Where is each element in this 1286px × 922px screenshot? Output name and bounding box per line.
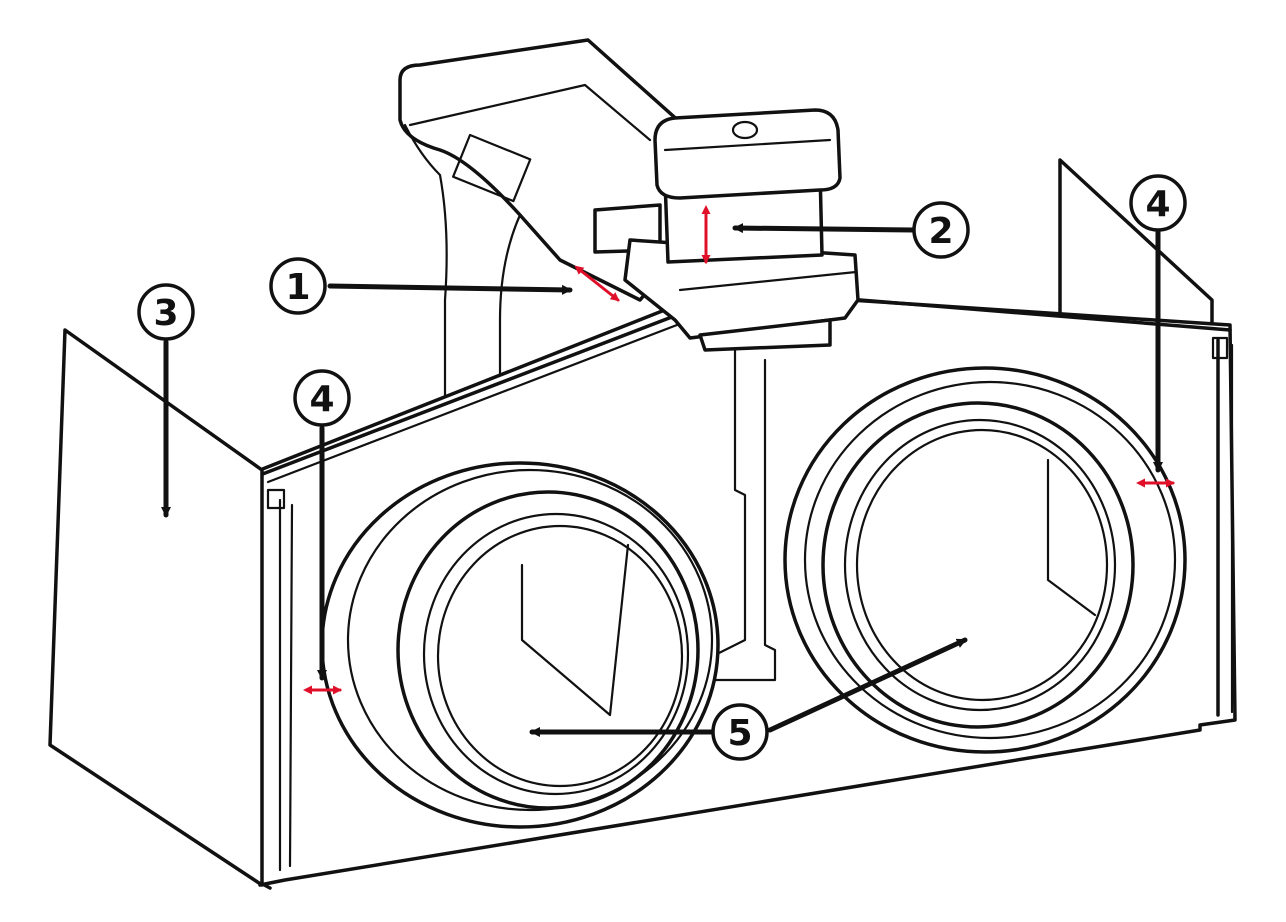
callout-2-label: 2	[928, 211, 953, 252]
callout-4-left: 4	[293, 369, 351, 427]
leader-arrows	[161, 223, 1163, 737]
callout-5: 5	[711, 703, 769, 761]
adjust-arrows	[303, 205, 1175, 695]
callout-3-label: 3	[153, 293, 178, 334]
callout-4-left-label: 4	[309, 379, 334, 420]
callout-3: 3	[137, 283, 195, 341]
leader-5-right	[767, 637, 968, 733]
callout-2: 2	[912, 201, 970, 259]
left-lens	[320, 461, 720, 829]
phone-clamp	[593, 108, 860, 352]
callout-5-label: 5	[727, 713, 752, 754]
callout-4-right: 4	[1129, 174, 1187, 232]
callout-1-label: 1	[285, 267, 310, 308]
callout-1: 1	[269, 257, 327, 315]
left-side-flap	[48, 328, 264, 887]
callout-4-right-label: 4	[1145, 184, 1170, 225]
leader-2	[732, 223, 917, 234]
adjust-arrow-1	[574, 265, 620, 302]
right-lens	[783, 366, 1187, 754]
leader-1	[327, 283, 573, 295]
